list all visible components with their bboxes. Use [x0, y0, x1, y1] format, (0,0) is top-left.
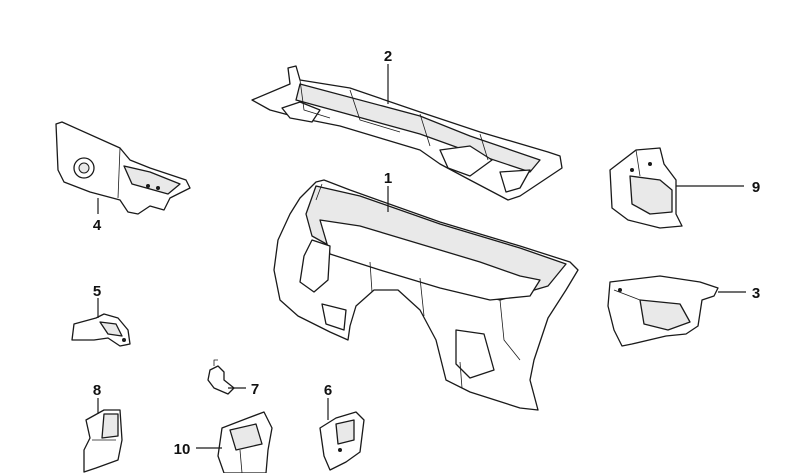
part-4-side-bracket[interactable]: [55, 121, 191, 215]
callout-10: 10: [174, 441, 191, 458]
part-8-vertical-bracket[interactable]: [83, 409, 123, 473]
callout-8: 8: [93, 382, 101, 399]
part-10-reinforcement[interactable]: [217, 411, 273, 473]
callout-4: 4: [93, 217, 102, 234]
part-5-small-bracket[interactable]: [71, 313, 131, 347]
part-1-bulkhead[interactable]: [273, 179, 579, 411]
callout-2: 2: [384, 48, 392, 65]
part-2-cowl-panel[interactable]: [251, 65, 563, 201]
part-3-side-panel[interactable]: [607, 275, 719, 347]
callout-6: 6: [324, 382, 332, 399]
callout-3: 3: [752, 285, 760, 302]
callout-7: 7: [251, 381, 259, 398]
callout-1: 1: [384, 170, 392, 187]
callout-5: 5: [93, 283, 101, 300]
part-7-clip[interactable]: [207, 359, 235, 395]
callout-9: 9: [752, 179, 760, 196]
part-9-right-bracket[interactable]: [609, 147, 683, 229]
part-6-plate-bracket[interactable]: [319, 411, 365, 471]
